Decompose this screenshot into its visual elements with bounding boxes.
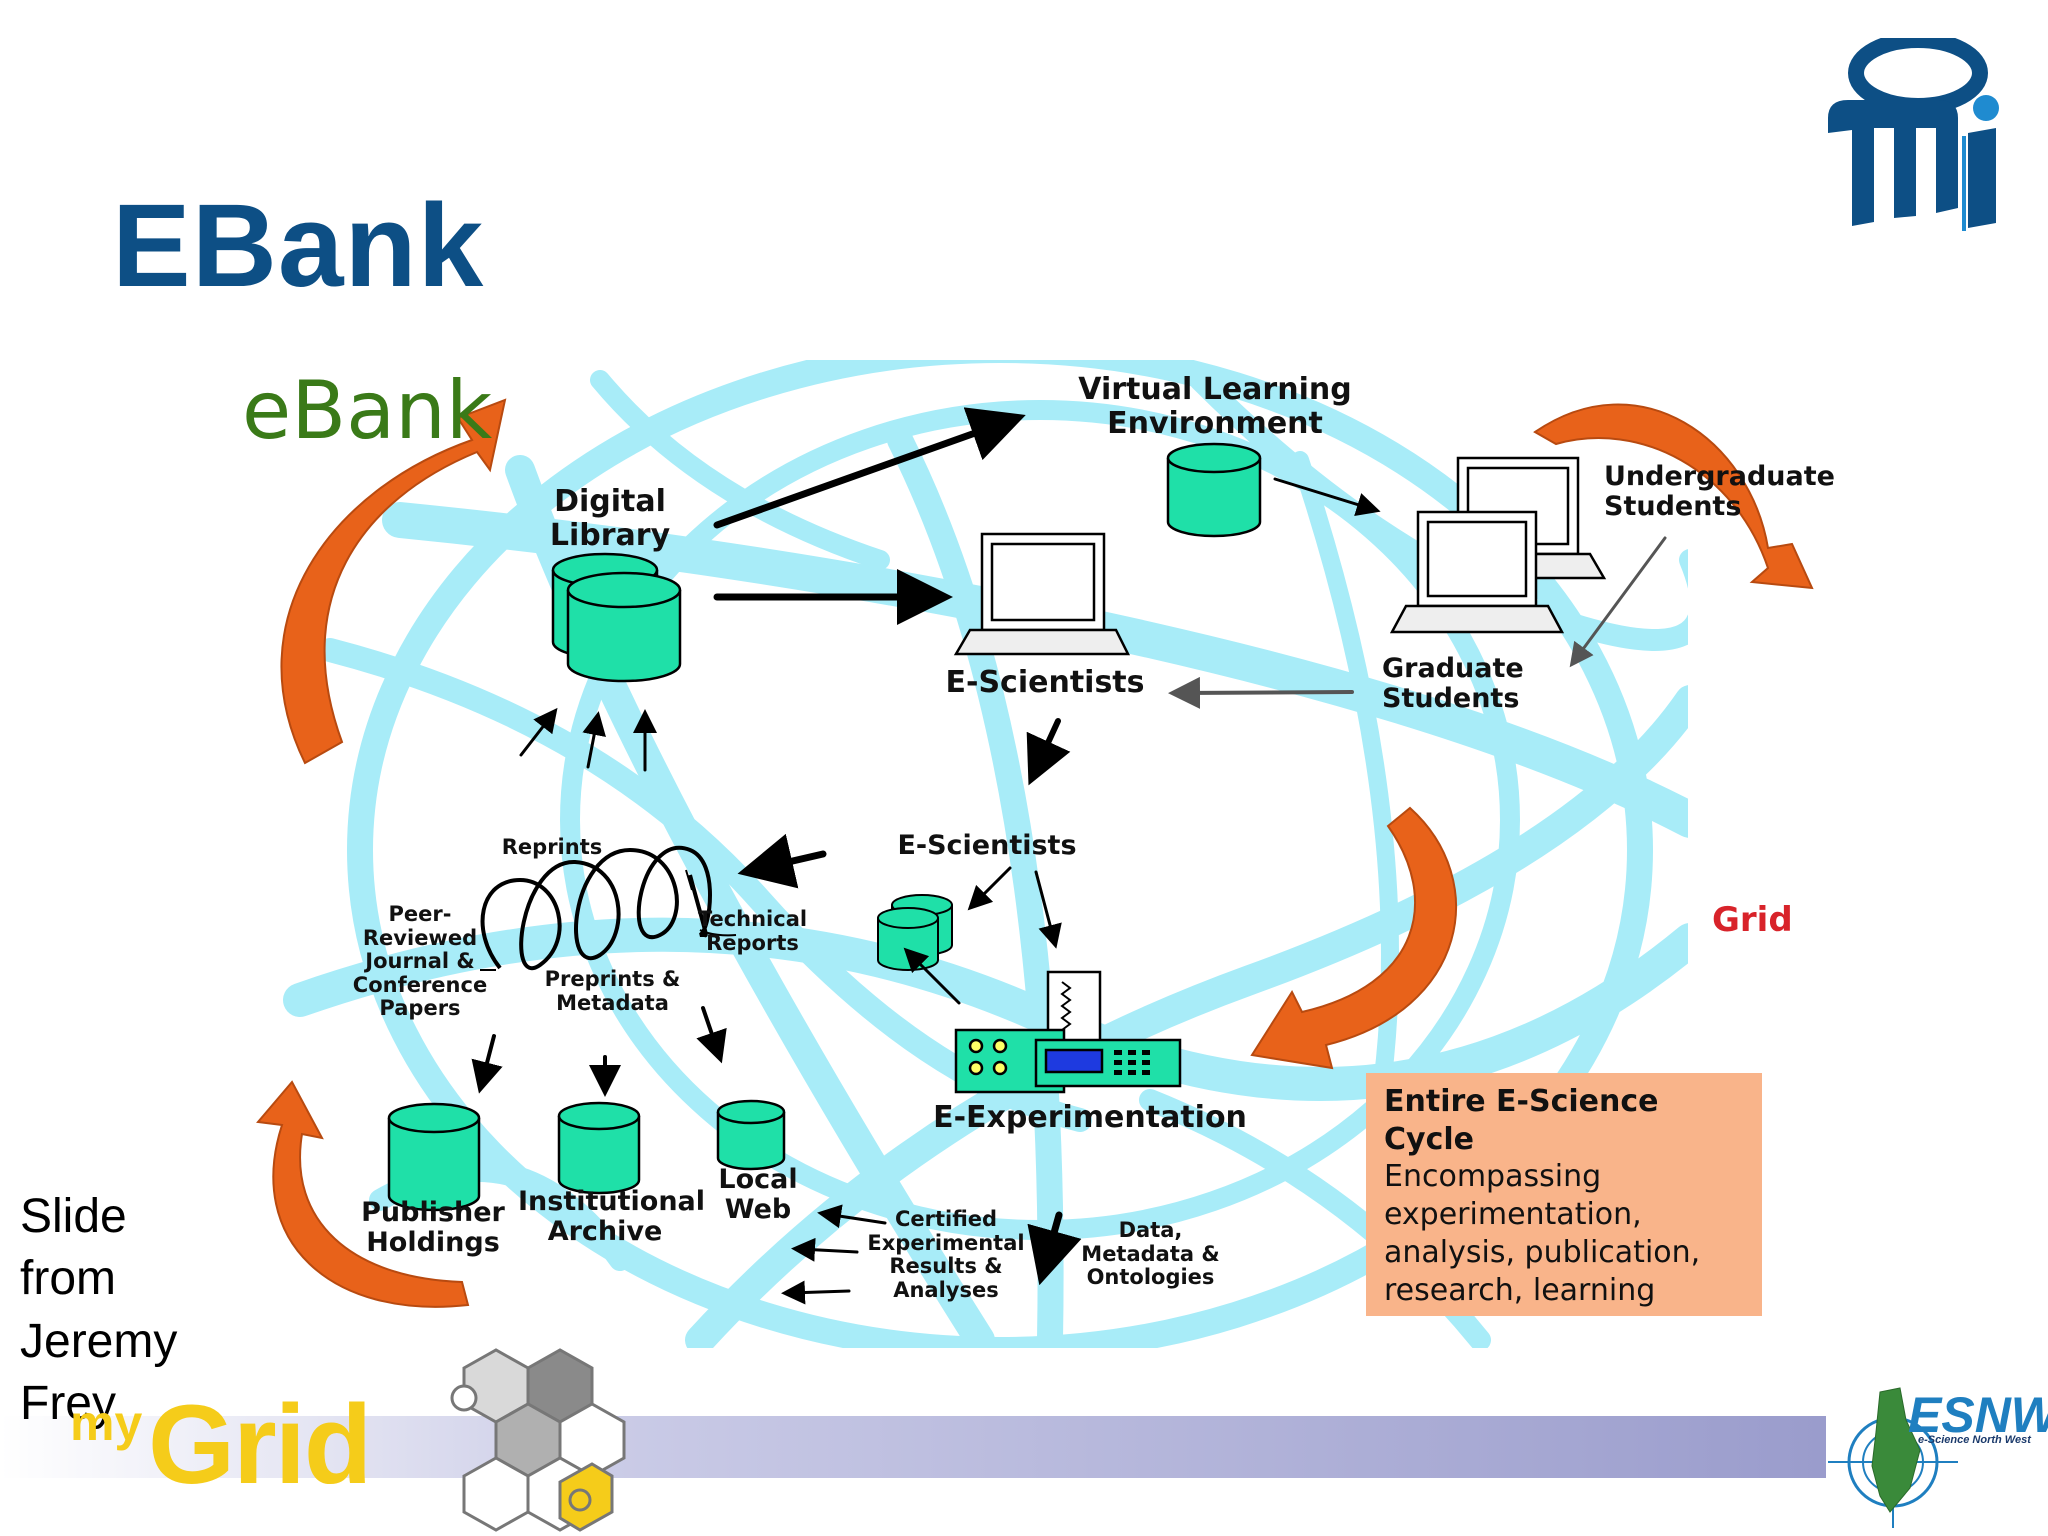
flow-arrows xyxy=(471,407,1381,1305)
arrow-escientists-down xyxy=(1026,718,1071,786)
omii-logo xyxy=(1828,38,1999,231)
vle-database-icon xyxy=(1166,442,1262,538)
esnw-logo-text: ESNW xyxy=(1908,1387,2048,1443)
certified-results-label: Certified Experimental Results & Analyse… xyxy=(867,1207,1025,1302)
cycle-arc-top-right xyxy=(1533,403,1814,590)
arrow-experimentation-down xyxy=(1027,1211,1082,1286)
arrow-certified-1 xyxy=(817,1204,887,1229)
mygrid-logo-my: my xyxy=(70,1395,143,1451)
cycle-box-body: Encompassing experimentation, analysis, … xyxy=(1384,1159,1701,1309)
arrow-to-localweb xyxy=(696,1006,727,1064)
technical-reports-label: Technical Reports xyxy=(697,907,808,955)
peer-reviewed-label: Peer- Reviewed Journal & Conference Pape… xyxy=(352,902,488,1021)
arrow-to-reprints xyxy=(737,833,827,889)
slide-title: EBank xyxy=(112,180,485,312)
arrow-certified-3 xyxy=(781,1280,851,1305)
local-web-label: Local Web xyxy=(718,1164,798,1226)
arrow-escientists-to-data xyxy=(967,866,1012,911)
publisher-holdings-icon xyxy=(387,1102,481,1212)
cycle-arc-top-left xyxy=(280,398,507,765)
local-web-icon xyxy=(716,1099,786,1171)
digital-library-label: Digital Library xyxy=(549,484,671,553)
e-scientists-mid-label: E-Scientists xyxy=(897,830,1077,861)
digital-library-icon xyxy=(551,552,682,683)
grid-label: Grid xyxy=(1712,900,1793,940)
data-metadata-ontologies-label: Data, Metadata & Ontologies xyxy=(1081,1218,1220,1290)
cycle-arc-mid-right xyxy=(1250,806,1457,1070)
arrow-to-library-2 xyxy=(582,711,606,769)
graduate-laptop-icon xyxy=(1389,510,1565,634)
arrow-escientists-to-instrument xyxy=(1034,870,1062,949)
mygrid-hex-cubes xyxy=(450,1348,626,1532)
esnw-logo-subtitle: e-Science North West xyxy=(1918,1434,2031,1446)
grey-arrows xyxy=(1168,536,1667,709)
vle-label: Virtual Learning Environment xyxy=(1078,372,1352,441)
esnw-globe-icon xyxy=(1828,1387,1958,1528)
undergraduate-label: Undergraduate Students xyxy=(1604,461,1835,523)
publisher-holdings-label: Publisher Holdings xyxy=(361,1197,505,1259)
instrument-icon xyxy=(954,970,1182,1094)
arrow-undergrad-to-graduate xyxy=(1569,536,1667,668)
arrow-instrument-to-data xyxy=(903,947,961,1005)
arrow-vle-to-students xyxy=(1273,477,1381,517)
arrow-to-publisher xyxy=(471,1034,503,1094)
institutional-archive-label: Institutional Archive xyxy=(518,1186,706,1248)
mygrid-logo-grid: Grid xyxy=(148,1382,372,1507)
ebank-logo: eBank xyxy=(242,364,493,457)
cycle-arc-bottom-left xyxy=(256,1080,470,1308)
cycle-box-heading: Entire E-Science Cycle xyxy=(1384,1084,1659,1157)
arrow-library-to-vle xyxy=(713,407,1026,529)
preprints-metadata-label: Preprints & Metadata xyxy=(544,967,681,1015)
e-science-cycle-box: Entire E-Science Cycle Encompassing expe… xyxy=(1366,1073,1762,1316)
reprints-label: Reprints xyxy=(501,835,603,859)
institutional-archive-icon xyxy=(557,1101,641,1195)
e-scientists-laptop-icon xyxy=(953,532,1131,656)
slide-credit: Slide from Jeremy Frey xyxy=(20,1190,178,1431)
arrow-graduate-to-escientists xyxy=(1168,676,1354,709)
e-scientists-top-label: E-Scientists xyxy=(945,665,1145,700)
graduate-label: Graduate Students xyxy=(1382,653,1524,715)
e-experimentation-label: E-Experimentation xyxy=(933,1100,1247,1135)
publication-coil xyxy=(480,845,712,970)
arrow-certified-2 xyxy=(791,1237,859,1262)
footer-bar xyxy=(0,1416,1826,1478)
arrow-to-library-1 xyxy=(519,707,558,757)
